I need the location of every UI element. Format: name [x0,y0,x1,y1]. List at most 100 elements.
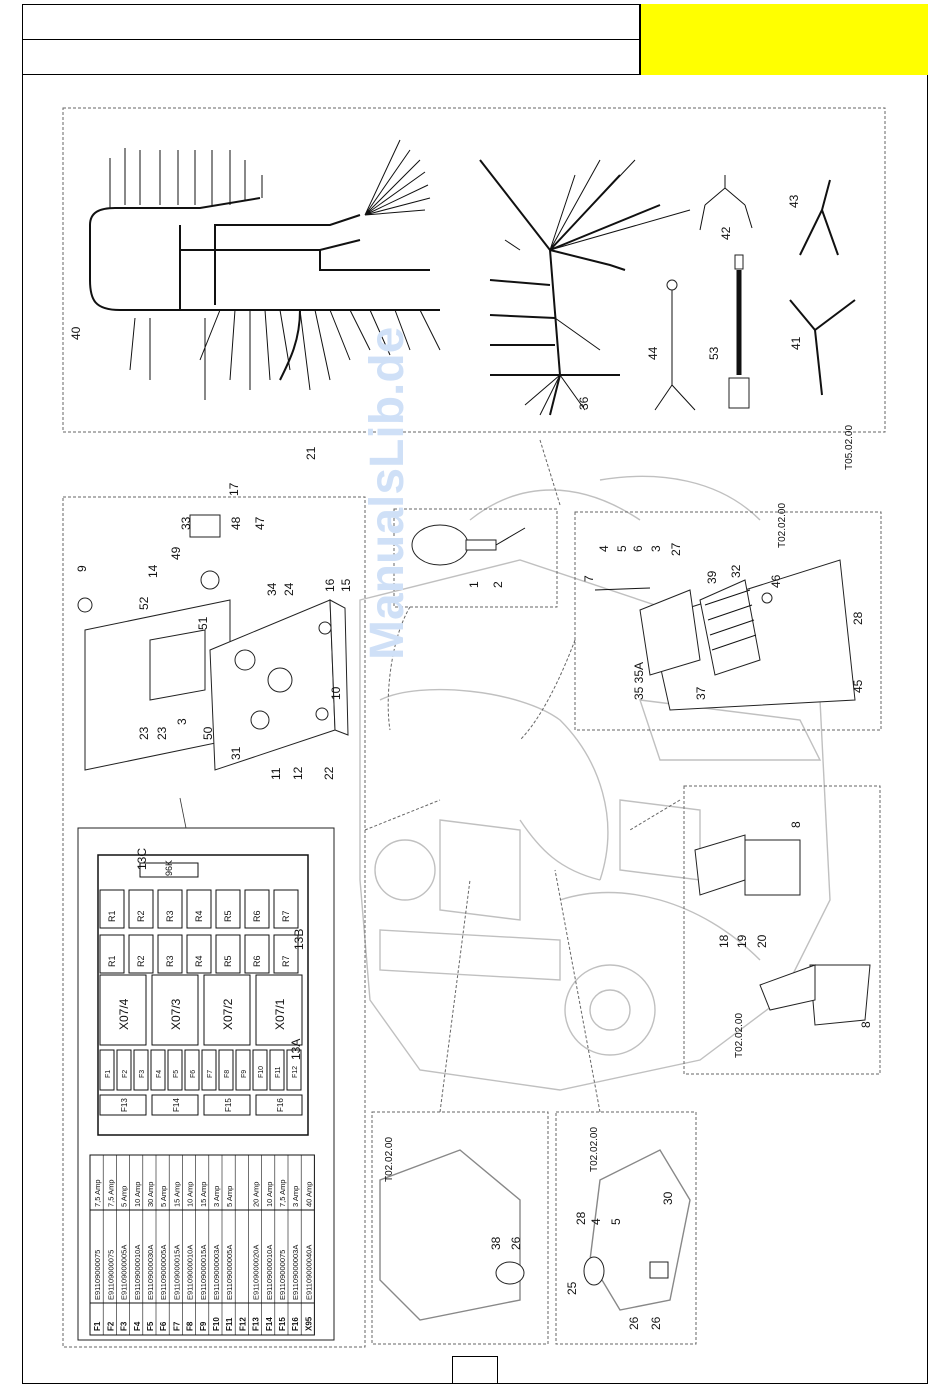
fuse-table-part-F14: E91109000010A [265,1245,274,1300]
fuse-slot-label-F5: F5 [173,1070,180,1078]
relay-bottom-R1 [99,934,125,974]
callout-48: 48 [229,516,243,530]
reference-codes: T05.02.00 T02.02.00 T02.02.00 T02.02.00 … [384,425,855,1182]
callout-11: 11 [269,767,283,780]
callout-15: 15 [339,578,353,592]
fuse-table-id-F6: F6 [159,1321,168,1331]
ref-frame-right: T02.02.00 [589,1127,600,1172]
callout-5-bottom: 5 [609,1218,623,1225]
fuse-table-part-F8: E91109000010A [186,1245,195,1300]
fuse-table-rating-F6: 5 Amp [159,1186,168,1207]
callout-16: 16 [323,578,337,592]
fuse-table-rating-F14: 10 Amp [265,1182,274,1207]
relay-bottom-R3 [157,934,183,974]
callout-39: 39 [705,570,719,584]
relay-top-R6 [244,889,270,929]
fuse-holder-1 [151,974,199,1046]
fuse-holder-label-0: X07/4 [117,998,131,1030]
callout-52: 52 [137,596,151,610]
fuse-slot-label-F9: F9 [241,1070,248,1078]
main-harness-40 [89,139,441,400]
fuse-table-rating-F1: 7,5 Amp [93,1179,102,1207]
header-yellow-box [640,4,928,75]
callout-28-right: 28 [851,611,865,625]
ref-battery: T02.02.00 [734,1013,745,1058]
callout-12: 12 [291,766,305,780]
callout-10: 10 [329,686,343,700]
callout-35-35A: 35 35A [632,662,646,700]
harness-43 [799,179,839,256]
relay-top-R2 [128,889,154,929]
relay-bottom-label-R6: R6 [252,955,262,967]
callout-37: 37 [694,686,708,700]
fuse-slot-F8 [218,1049,234,1091]
relay-bottom-R7 [273,934,299,974]
fuse-big-F15 [203,1094,251,1116]
fuse-table-part-F2: E91109000075 [106,1250,115,1300]
callout-44: 44 [646,346,660,360]
fuse-slot-label-F10: F10 [258,1066,265,1078]
fuse-table-rating-F10: 3 Amp [212,1186,221,1207]
fuse-table-rating-F11: 5 Amp [225,1186,234,1207]
callout-42: 42 [719,226,733,240]
fuse-slot-F6 [184,1049,200,1091]
callout-9: 9 [75,565,89,572]
fuse-table-id-F3: F3 [120,1321,129,1331]
fuse-table-id-F5: F5 [146,1321,155,1331]
fuse-slot-label-F2: F2 [122,1070,129,1078]
fuse-holder-3 [255,974,303,1046]
callout-30: 30 [661,1191,675,1205]
fuse-slot-label-F4: F4 [156,1070,163,1078]
fuse-table-id-F4: F4 [133,1321,142,1331]
fuse-holder-2 [203,974,251,1046]
fuse-table-part-F15: E91109000075 [278,1250,287,1300]
fuse-box-exploded [77,514,349,771]
fuse-holder-label-1: X07/3 [169,998,183,1030]
fuse-table-part-F3: E91109000005A [120,1245,129,1300]
watermark-text: ManualsLib.de [361,326,414,660]
callout-40: 40 [69,326,83,340]
relay-top-label-R5: R5 [223,910,233,922]
callout-3-left: 3 [175,718,189,725]
fuse-big-F16 [255,1094,303,1116]
fuse-slot-F12 [286,1049,302,1091]
callout-labels: 40 21 36 44 53 42 43 41 17 33 48 47 49 1… [69,194,873,1330]
fuse-table-rating-F9: 15 Amp [199,1182,208,1207]
callout-24: 24 [282,582,296,596]
callout-45: 45 [851,679,865,693]
header-title-row-2 [22,40,640,75]
page-frame [22,4,928,1384]
callout-21: 21 [304,446,318,460]
callout-53: 53 [707,346,721,360]
ref-bracket: T02.02.00 [777,503,788,548]
relay-top-R4 [186,889,212,929]
fuse-holder-label-3: X07/1 [273,998,287,1030]
fuse-table-part-F10: E91109000003A [212,1245,221,1300]
callout-43: 43 [787,194,801,208]
callout-13A: 13A [289,1039,303,1060]
callout-26-c: 26 [649,1316,663,1330]
callout-20: 20 [755,934,769,948]
callout-14: 14 [146,564,160,578]
fuse-slot-F10 [252,1049,268,1091]
bracket-assembly [594,559,856,711]
fuse-slot-F4 [150,1049,166,1091]
callout-47: 47 [253,516,267,530]
fuse-table-part-F11: E91109000005A [225,1245,234,1300]
fuse-big-label-F13: F13 [120,1098,129,1112]
relay-bottom-R6 [244,934,270,974]
callout-41: 41 [789,336,803,350]
callout-3-right: 3 [649,545,663,552]
header-title-row-1 [22,4,640,40]
fuse-table-id-F15: F15 [278,1317,287,1331]
callout-36: 36 [577,396,591,410]
callout-26-a: 26 [509,1236,523,1250]
fuse-table-rating-X95: 40 Amp [304,1182,313,1207]
fuse-table-part-X95: E91109000040A [304,1245,313,1300]
fuse-table-id-X95: X95 [304,1316,313,1331]
fuse-slot-F3 [133,1049,149,1091]
callout-17: 17 [227,482,241,496]
relay-top-R3 [157,889,183,929]
